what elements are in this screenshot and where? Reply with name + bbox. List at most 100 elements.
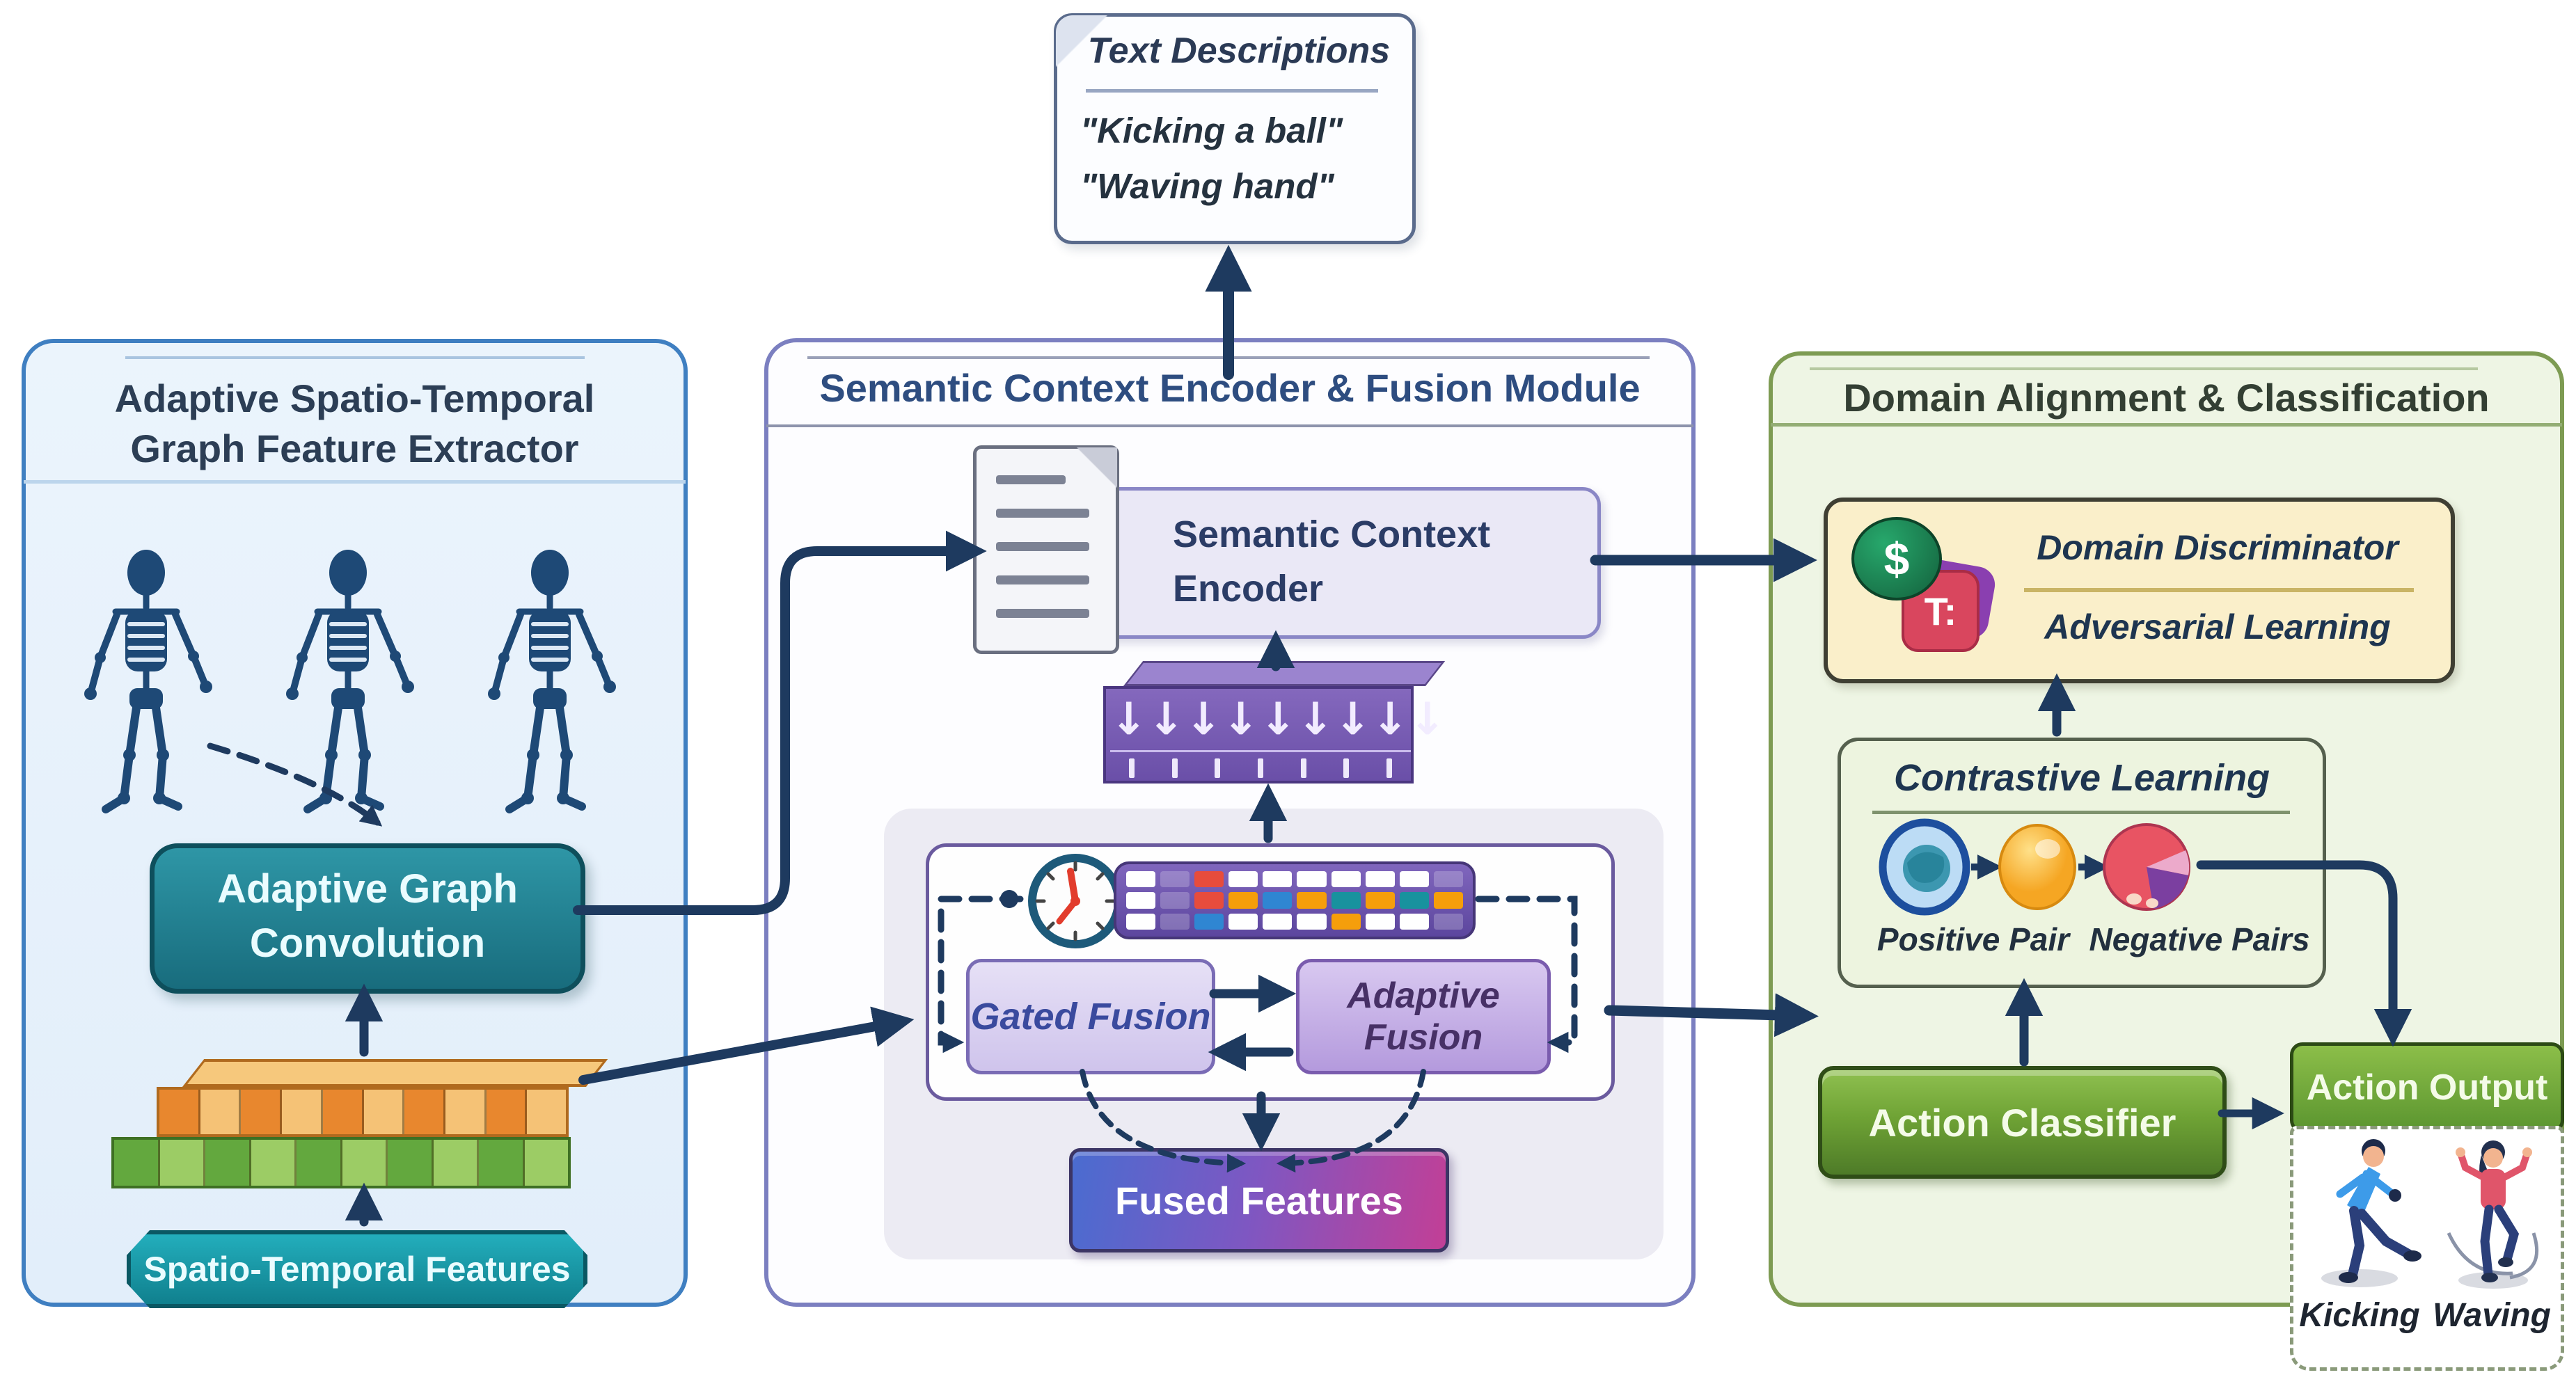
token-feature-bar [1114,861,1476,939]
folded-corner-icon [1056,15,1107,67]
fused-features-box: Fused Features [1069,1148,1449,1252]
token-cell [1297,892,1327,909]
middle-top-accent [807,356,1650,359]
note-line-2: "Waving hand" [1080,166,1334,206]
positive-pair-label: Positive Pair [1876,921,2070,957]
negative-pairs-label: Negative Pairs [2089,921,2310,957]
tick-mark [1257,758,1263,778]
tick-mark [1300,758,1306,778]
kicking-label: Kicking [2299,1296,2420,1334]
token-cell [1126,871,1156,888]
down-arrow-icon: ↓ [1110,694,1148,745]
token-cell [1297,913,1327,930]
token-cell [1263,871,1293,888]
note-divider [1086,89,1378,93]
left-top-accent [125,356,585,359]
token-cell [1433,871,1463,888]
token-cell [1263,913,1293,930]
right-top-accent [1810,367,2478,370]
token-cell [1126,913,1156,930]
token-cell [1365,913,1395,930]
right-title-divider [1771,423,2562,427]
action-classifier-box: Action Classifier [1818,1066,2227,1179]
right-panel-title: Domain Alignment & Classification [1843,375,2490,420]
cl-divider [1872,811,2290,814]
down-arrow-icon: ↓ [1371,694,1409,745]
token-cell [1399,871,1429,888]
token-cell [1399,913,1429,930]
document-fold-icon [1077,447,1117,488]
token-cell [1433,892,1463,909]
down-arrow-icon: ↓ [1222,694,1260,745]
anchor-embedding-icon [1998,824,2076,910]
negative-embedding-icon [2103,823,2190,911]
token-cell [1228,913,1258,930]
note-line-1: "Kicking a ball" [1080,111,1343,150]
tick-mark [1128,758,1135,778]
clock-icon [1028,854,1123,948]
document-icon [973,445,1119,654]
gated-fusion-box: Gated Fusion [966,959,1215,1074]
sce-label-line2: Encoder [1173,568,1324,610]
action-output-box: Action Output [2290,1042,2564,1133]
tick-mark [1215,758,1221,778]
left-panel-title-line2: Graph Feature Extractor [130,426,579,470]
left-title-divider [24,480,686,484]
token-cell [1297,871,1327,888]
spatio-temporal-features-box: Spatio-Temporal Features [127,1230,587,1308]
token-cell [1126,892,1156,909]
down-arrow-icon: ↓ [1185,694,1222,745]
token-cell [1228,892,1258,909]
encoder-block: ↓↓↓↓↓↓↓↓↓ [1103,686,1446,784]
token-cell [1160,913,1190,930]
encoder-arrows: ↓↓↓↓↓↓↓↓↓ [1110,689,1446,752]
token-cell [1331,892,1361,909]
dd-label-line1: Domain Discriminator [2037,528,2399,567]
token-cell [1365,871,1395,888]
token-cell [1160,871,1190,888]
encoder-ticks [1110,754,1411,782]
skeleton-figures [84,539,668,813]
note-title: Text Descriptions [1087,31,1391,71]
token-cell [1160,892,1190,909]
token-cell [1194,913,1224,930]
cl-title: Contrastive Learning [1893,757,2270,799]
token-cell [1365,892,1395,909]
tick-mark [1386,758,1393,778]
feature-layer-green [111,1137,571,1188]
token-cell [1194,871,1224,888]
feature-layer-orange-top [182,1059,608,1087]
action-figures-box [2290,1126,2564,1371]
waving-figure-icon [2447,1140,2538,1289]
token-cell [1263,892,1293,909]
token-cell [1228,871,1258,888]
token-cell [1194,892,1224,909]
token-cell [1331,871,1361,888]
dd-gold-divider [2024,588,2414,592]
agc-label-line1: Adaptive Graph [217,866,518,912]
tick-mark [1171,758,1178,778]
feature-layer-orange [157,1087,569,1137]
down-arrow-icon: ↓ [1259,694,1297,745]
adaptive-graph-convolution-box: Adaptive Graph Convolution [150,843,585,994]
text-descriptions-note [1054,13,1416,244]
source-domain-icon: $ [1851,517,1942,600]
down-arrow-icon: ↓ [1147,694,1185,745]
token-cell [1433,913,1463,930]
dd-label-line2: Adversarial Learning [2044,607,2391,646]
action-figures [2321,1139,2538,1289]
adaptive-fusion-box: Adaptive Fusion [1296,959,1551,1074]
middle-panel-title: Semantic Context Encoder & Fusion Module [819,365,1641,410]
down-arrow-icon: ↓ [1334,694,1372,745]
down-arrow-icon: ↓ [1297,694,1334,745]
token-cell [1399,892,1429,909]
waving-label: Waving [2433,1296,2551,1334]
domain-discriminator-box: T: $ Domain Discriminator Adversarial Le… [1824,498,2455,683]
left-panel-title-line1: Adaptive Spatio-Temporal [114,376,595,420]
tick-mark [1343,758,1350,778]
sce-label-line1: Semantic Context [1173,514,1491,555]
agc-label-line2: Convolution [249,920,486,966]
middle-title-divider [766,424,1693,427]
pair-embeddings [1879,818,2190,916]
